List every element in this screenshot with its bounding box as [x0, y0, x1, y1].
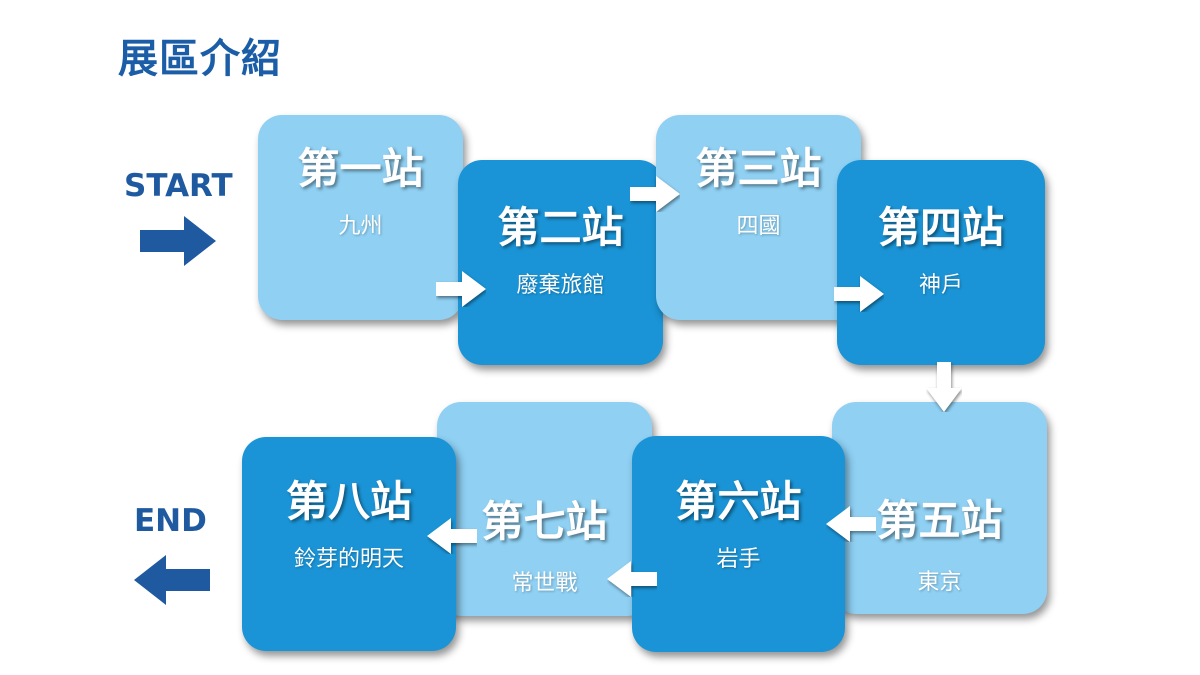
- station-place: 神戶: [918, 272, 963, 298]
- station-name: 第一站: [297, 143, 424, 193]
- end-arrow-icon: [134, 555, 210, 605]
- station-name: 第八站: [285, 477, 412, 526]
- station-7[interactable]: 第七站 常世戰: [437, 402, 652, 616]
- station-place: 四國: [736, 213, 781, 239]
- start-label: START: [124, 168, 233, 204]
- arrow-down-icon: [926, 362, 962, 412]
- station-4[interactable]: 第四站 神戶: [837, 160, 1045, 365]
- station-8[interactable]: 第八站 鈴芽的明天: [242, 437, 456, 651]
- arrow-right-icon: [834, 276, 884, 312]
- page-title: 展區介紹: [118, 35, 282, 82]
- station-name: 第二站: [497, 202, 624, 252]
- station-3[interactable]: 第三站 四國: [656, 115, 861, 320]
- station-name: 第四站: [877, 202, 1004, 252]
- station-name: 第七站: [481, 497, 608, 546]
- start-arrow-icon: [140, 216, 216, 266]
- arrow-left-icon: [427, 518, 477, 554]
- arrow-left-icon: [607, 561, 657, 597]
- station-name: 第三站: [695, 143, 822, 193]
- arrow-right-icon: [630, 176, 680, 212]
- station-place: 東京: [917, 570, 962, 595]
- arrow-left-icon: [826, 506, 876, 542]
- station-place: 岩手: [716, 547, 761, 572]
- end-label: END: [134, 503, 207, 539]
- station-place: 常世戰: [511, 571, 578, 596]
- station-2[interactable]: 第二站 廢棄旅館: [458, 160, 663, 365]
- station-name: 第五站: [876, 496, 1003, 545]
- station-1[interactable]: 第一站 九州: [258, 115, 463, 320]
- station-name: 第六站: [675, 477, 802, 526]
- arrow-right-icon: [436, 271, 486, 307]
- station-place: 廢棄旅館: [516, 272, 605, 298]
- station-place: 九州: [338, 213, 383, 239]
- station-5[interactable]: 第五站 東京: [832, 402, 1047, 614]
- station-6[interactable]: 第六站 岩手: [632, 436, 845, 652]
- station-place: 鈴芽的明天: [293, 547, 404, 572]
